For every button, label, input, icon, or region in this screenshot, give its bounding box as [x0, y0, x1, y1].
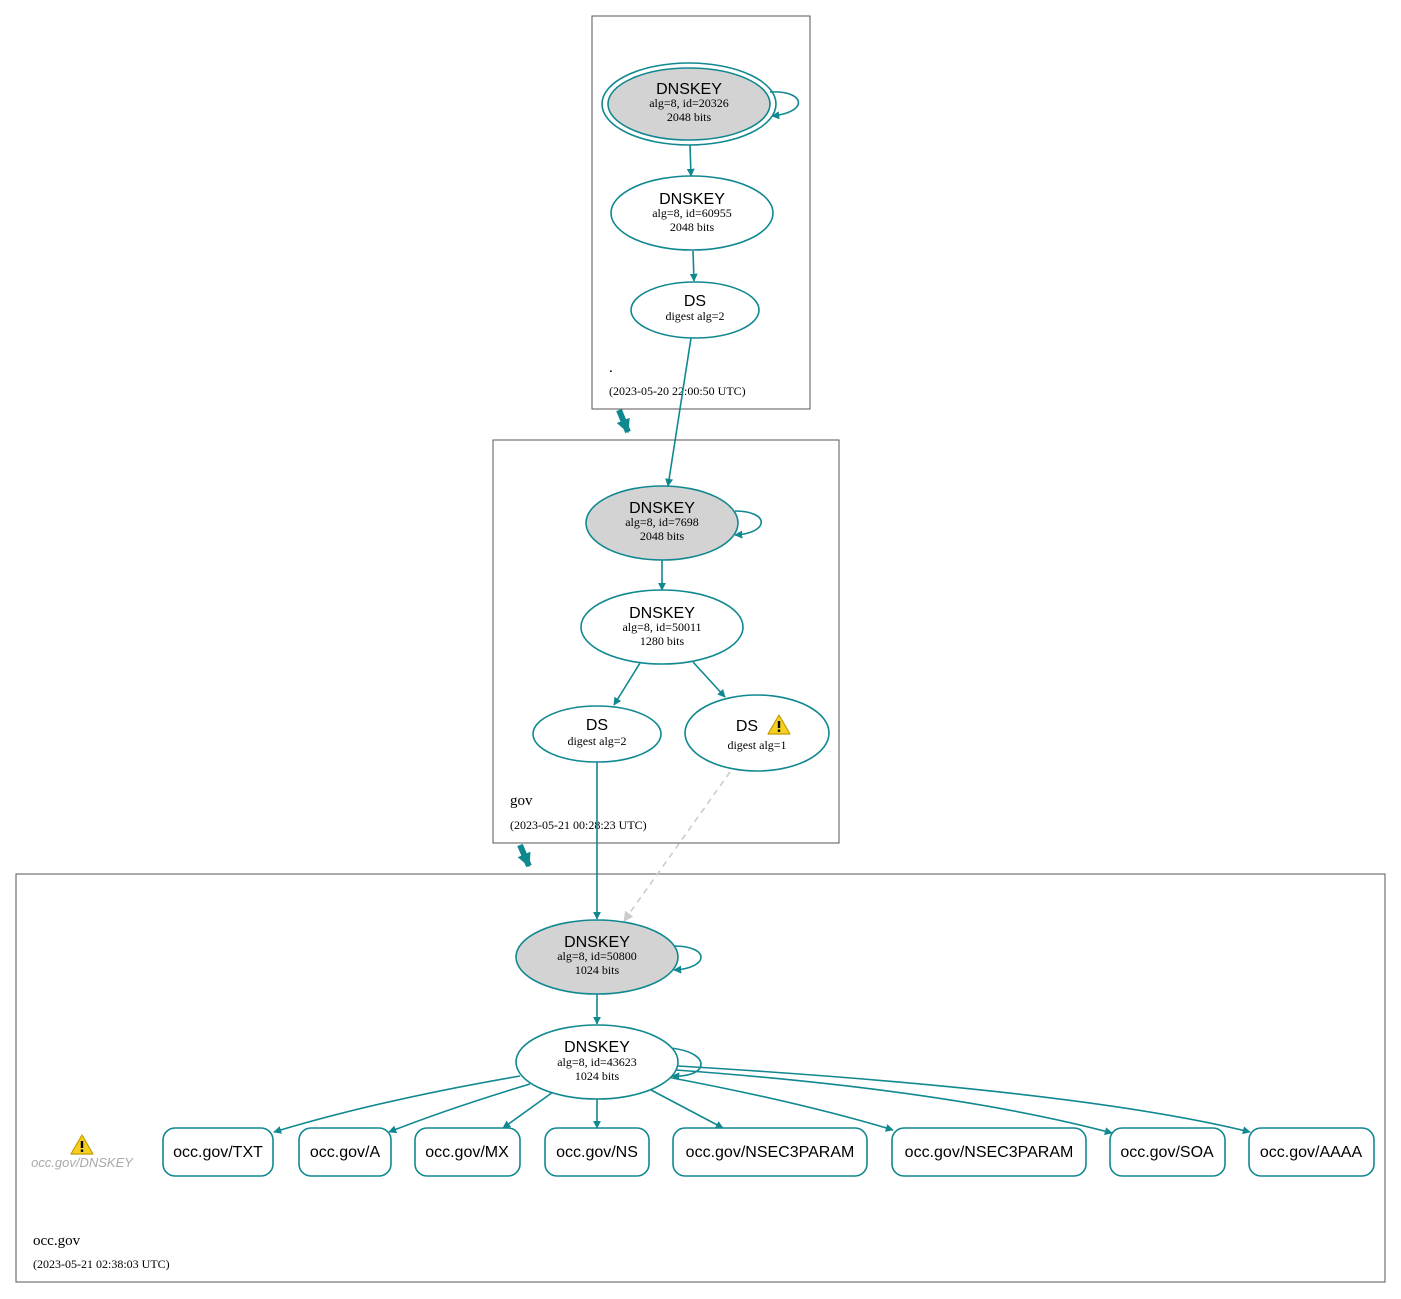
edge-root-ksk-self — [769, 91, 800, 120]
occ-ksk-bits: 1024 bits — [575, 963, 620, 977]
record-a-label: occ.gov/A — [310, 1144, 381, 1161]
edge-zsk-nsec3param2 — [666, 1076, 894, 1132]
gov-ksk-node[interactable]: DNSKEY alg=8, id=7698 2048 bits — [585, 485, 739, 561]
zone-occ-box — [15, 873, 1386, 1283]
record-ns[interactable]: occ.gov/NS — [544, 1127, 650, 1177]
gov-ksk-alg: alg=8, id=7698 — [625, 515, 699, 529]
zone-gov-box — [492, 439, 840, 844]
record-nsec3param-1[interactable]: occ.gov/NSEC3PARAM — [672, 1127, 868, 1177]
occ-zsk-node[interactable]: DNSKEY alg=8, id=43623 1024 bits — [515, 1024, 679, 1100]
warning-icon[interactable] — [70, 1134, 94, 1155]
edge-root-ds-gov-ksk — [665, 337, 692, 487]
warning-icon[interactable] — [767, 714, 791, 735]
edge-gov-ds1-occ-ksk-dashed — [623, 771, 731, 922]
record-ns-label: occ.gov/NS — [556, 1144, 638, 1161]
edge-zsk-txt — [273, 1075, 521, 1134]
root-ksk-alg: alg=8, id=20326 — [649, 96, 729, 110]
gov-zsk-alg: alg=8, id=50011 — [622, 620, 701, 634]
gov-ds2-type: DS — [586, 717, 608, 734]
record-nsec3param-2-label: occ.gov/NSEC3PARAM — [905, 1144, 1074, 1161]
gov-zsk-bits: 1280 bits — [640, 634, 685, 648]
occ-ksk-type: DNSKEY — [564, 934, 630, 951]
record-aaaa-label: occ.gov/AAAA — [1260, 1144, 1363, 1161]
edge-gov-zsk-ds1 — [692, 661, 726, 698]
gov-ds1-node[interactable]: DS digest alg=1 — [684, 694, 830, 772]
delegation-arrow-gov-occ — [517, 843, 532, 868]
record-soa-label: occ.gov/SOA — [1120, 1144, 1214, 1161]
ghost-dnskey-label: occ.gov/DNSKEY — [31, 1155, 134, 1170]
gov-zsk-node[interactable]: DNSKEY alg=8, id=50011 1280 bits — [580, 589, 744, 665]
root-zsk-bits: 2048 bits — [670, 220, 715, 234]
edge-gov-ksk-self — [734, 510, 763, 539]
edge-zsk-a — [388, 1083, 531, 1134]
zone-gov-timestamp: (2023-05-21 00:28:23 UTC) — [510, 818, 647, 832]
record-txt-label: occ.gov/TXT — [173, 1144, 263, 1161]
edge-zsk-nsec3param1 — [650, 1089, 724, 1129]
gov-ds1-digest: digest alg=1 — [727, 738, 786, 752]
edge-occ-zsk-self — [669, 1047, 702, 1081]
record-txt[interactable]: occ.gov/TXT — [162, 1127, 274, 1177]
edge-zsk-soa — [675, 1069, 1113, 1136]
root-ksk-node[interactable]: DNSKEY alg=8, id=20326 2048 bits — [601, 62, 777, 146]
zone-root-box — [591, 15, 811, 410]
gov-ds2-digest: digest alg=2 — [567, 734, 626, 748]
record-mx[interactable]: occ.gov/MX — [414, 1127, 521, 1177]
root-ds-type: DS — [684, 293, 706, 310]
occ-zsk-bits: 1024 bits — [575, 1069, 620, 1083]
edge-zsk-mx — [502, 1091, 554, 1129]
root-zsk-node[interactable]: DNSKEY alg=8, id=60955 2048 bits — [610, 175, 774, 251]
root-ksk-type: DNSKEY — [656, 81, 722, 98]
occ-zsk-alg: alg=8, id=43623 — [557, 1055, 637, 1069]
root-zsk-alg: alg=8, id=60955 — [652, 206, 732, 220]
zone-gov-name: gov — [510, 793, 533, 809]
record-a[interactable]: occ.gov/A — [298, 1127, 392, 1177]
gov-zsk-type: DNSKEY — [629, 605, 695, 622]
gov-ds1-type: DS — [736, 718, 758, 735]
gov-ksk-type: DNSKEY — [629, 500, 695, 517]
edge-zsk-aaaa — [677, 1065, 1251, 1135]
occ-zsk-type: DNSKEY — [564, 1039, 630, 1056]
edge-gov-zsk-ds2 — [613, 662, 641, 706]
zone-root-name: . — [609, 360, 613, 376]
delegation-arrow-root-gov — [616, 408, 631, 434]
root-ds-node[interactable]: DS digest alg=2 — [630, 281, 760, 339]
root-ksk-bits: 2048 bits — [667, 110, 712, 124]
gov-ksk-bits: 2048 bits — [640, 529, 685, 543]
record-aaaa[interactable]: occ.gov/AAAA — [1248, 1127, 1375, 1177]
root-ds-digest: digest alg=2 — [665, 309, 724, 323]
occ-ksk-alg: alg=8, id=50800 — [557, 949, 637, 963]
record-mx-label: occ.gov/MX — [425, 1144, 509, 1161]
edge-root-ksk-zsk — [686, 144, 695, 177]
zone-occ-name: occ.gov — [33, 1233, 81, 1249]
edge-root-zsk-ds — [689, 250, 698, 282]
gov-ds2-node[interactable]: DS digest alg=2 — [532, 705, 662, 763]
record-nsec3param-1-label: occ.gov/NSEC3PARAM — [686, 1144, 855, 1161]
occ-ksk-node[interactable]: DNSKEY alg=8, id=50800 1024 bits — [515, 919, 679, 995]
record-nsec3param-2[interactable]: occ.gov/NSEC3PARAM — [891, 1127, 1087, 1177]
zone-root-timestamp: (2023-05-20 22:00:50 UTC) — [609, 384, 746, 398]
zone-occ-timestamp: (2023-05-21 02:38:03 UTC) — [33, 1257, 170, 1271]
ghost-dnskey-record[interactable]: occ.gov/DNSKEY — [31, 1134, 134, 1170]
record-soa[interactable]: occ.gov/SOA — [1109, 1127, 1226, 1177]
edge-occ-ksk-self — [673, 945, 702, 974]
root-zsk-type: DNSKEY — [659, 191, 725, 208]
